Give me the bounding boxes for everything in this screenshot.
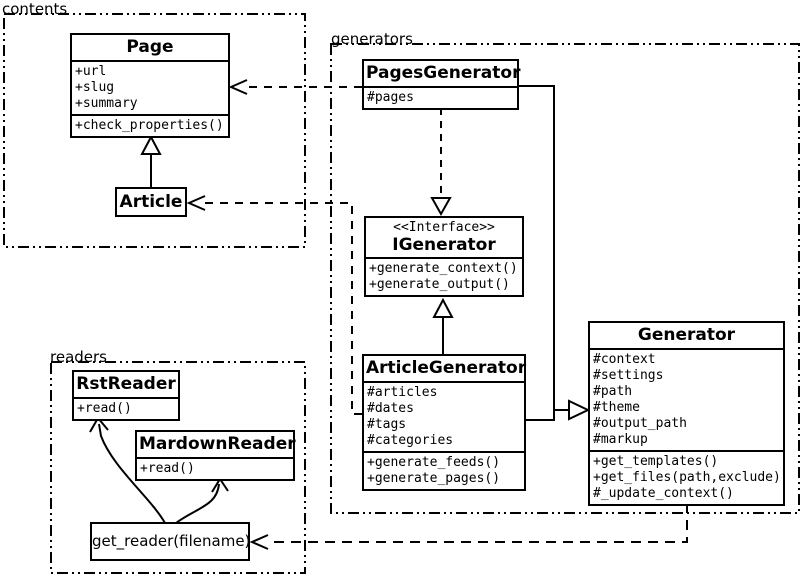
package-border-readers: [50, 361, 306, 574]
attribute: #pages: [367, 90, 414, 105]
package-border-contents: [3, 13, 306, 248]
dependency-arrow-generator-to-getreader: [249, 503, 688, 550]
class-attributes-generator: #context #settings #path #theme #output_…: [590, 348, 783, 450]
dependency-arrow-articlegenerator-to-article: [186, 195, 362, 415]
class-attributes-page: +url +slug +summary: [72, 60, 228, 114]
attribute: +slug: [75, 80, 115, 95]
attribute: #settings: [593, 368, 664, 383]
class-box-rstreader: RstReader +read(): [72, 370, 180, 421]
class-box-generator: Generator #context #settings #path #them…: [588, 321, 785, 506]
class-title-rstreader: RstReader: [76, 374, 176, 394]
class-methods-generator: +get_templates() +get_files(path,exclude…: [590, 450, 783, 504]
method: +generate_feeds(): [367, 455, 501, 470]
class-box-igenerator: <<Interface>> IGenerator +generate_conte…: [364, 216, 524, 297]
method: +generate_output(): [369, 277, 510, 292]
attribute: #dates: [367, 401, 414, 416]
class-title-igenerator: IGenerator: [392, 235, 496, 255]
attribute: #path: [593, 384, 633, 399]
class-box-page: Page +url +slug +summary +check_properti…: [70, 33, 230, 138]
inheritance-arrow-article-to-page: [140, 134, 162, 187]
class-title-article: Article: [119, 192, 183, 212]
class-box-article: Article: [115, 187, 187, 217]
package-border-generators: [330, 43, 800, 514]
class-attributes-articlegenerator: #articles #dates #tags #categories: [364, 381, 524, 451]
method: #_update_context(): [593, 486, 734, 501]
class-attributes-pagesgenerator: #pages: [364, 86, 517, 108]
attribute: #categories: [367, 433, 454, 448]
package-label-contents: contents: [2, 0, 68, 18]
attribute: #articles: [367, 385, 438, 400]
method: +read(): [77, 401, 132, 416]
class-title-pagesgenerator: PagesGenerator: [366, 63, 521, 83]
class-methods-mardownreader: +read(): [137, 457, 293, 479]
realization-arrow-pagesgenerator-to-igenerator: [430, 108, 452, 217]
class-methods-rstreader: +read(): [74, 397, 178, 419]
package-label-readers: readers: [50, 348, 107, 366]
class-box-pagesgenerator: PagesGenerator #pages: [362, 59, 521, 110]
method: +generate_context(): [369, 261, 518, 276]
class-methods-articlegenerator: +generate_feeds() +generate_pages(): [364, 451, 524, 489]
class-title-mardownreader: MardownReader: [139, 434, 296, 454]
attribute: #tags: [367, 417, 407, 432]
class-box-mardownreader: MardownReader +read(): [135, 430, 296, 481]
method: +check_properties(): [75, 118, 224, 133]
class-stereotype-igenerator: <<Interface>>: [393, 220, 495, 235]
attribute: #context: [593, 352, 656, 367]
attribute: #markup: [593, 432, 648, 447]
attribute: #output_path: [593, 416, 687, 431]
attribute: +summary: [75, 96, 138, 111]
class-methods-igenerator: +generate_context() +generate_output(): [366, 257, 522, 295]
flow-arrow-getreader-to-mardownreader: [175, 477, 229, 524]
attribute: #theme: [593, 400, 640, 415]
method: +get_files(path,exclude): [593, 470, 781, 485]
class-title-page: Page: [126, 37, 174, 57]
method: +generate_pages(): [367, 471, 501, 486]
method: +get_templates(): [593, 454, 719, 469]
dependency-arrow-pagesgenerator-to-page: [228, 79, 362, 95]
inheritance-arrow-articlegenerator-to-igenerator: [432, 297, 454, 354]
function-box-get-reader: get_reader(filename): [90, 522, 250, 561]
class-box-articlegenerator: ArticleGenerator #articles #dates #tags …: [362, 354, 526, 491]
method: +read(): [140, 461, 195, 476]
attribute: +url: [75, 64, 107, 79]
class-header-igenerator: <<Interface>> IGenerator: [366, 218, 522, 257]
class-methods-page: +check_properties(): [72, 114, 228, 136]
inheritance-arrow-generators-to-generator: [519, 85, 591, 421]
class-title-generator: Generator: [637, 325, 736, 345]
class-title-articlegenerator: ArticleGenerator: [366, 358, 527, 378]
package-label-generators: generators: [331, 30, 413, 48]
